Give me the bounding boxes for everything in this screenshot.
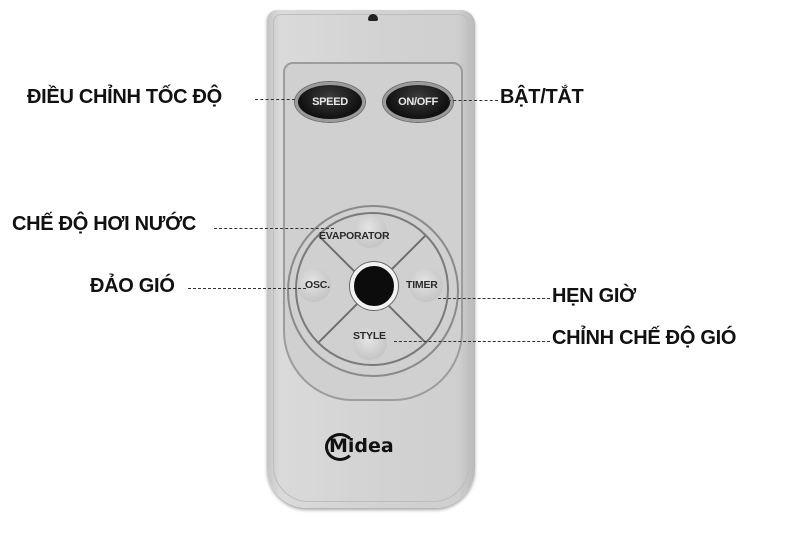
style-label: STYLE (353, 330, 386, 342)
callout-timer: HẸN GIỜ (552, 285, 636, 307)
power-button-label: ON/OFF (398, 96, 438, 108)
leader-evaporator (214, 228, 334, 229)
center-button[interactable] (350, 262, 398, 310)
midea-logo-icon (325, 433, 355, 461)
leader-osc (188, 288, 306, 289)
callout-evaporator: CHẾ ĐỘ HƠI NƯỚC (12, 213, 196, 235)
leader-timer (438, 298, 550, 299)
callout-style: CHỈNH CHẾ ĐỘ GIÓ (552, 327, 737, 349)
speed-button-label: SPEED (312, 96, 348, 108)
evaporator-button[interactable] (353, 214, 387, 248)
speed-button[interactable]: SPEED (295, 82, 365, 122)
evaporator-label: EVAPORATOR (319, 230, 390, 242)
remote-control: SPEED ON/OFF EVAPORATOR OSC. TIMER STYLE… (267, 10, 475, 508)
callout-power: BẬT/TẮT (500, 86, 584, 108)
brand-logo: Midea (329, 435, 394, 457)
leader-speed (255, 99, 295, 100)
timer-label: TIMER (406, 279, 438, 291)
leader-power (448, 100, 498, 101)
osc-button[interactable] (297, 268, 331, 302)
callout-speed: ĐIỀU CHỈNH TỐC ĐỘ (27, 86, 222, 108)
osc-label: OSC. (305, 279, 330, 291)
timer-button[interactable] (409, 268, 443, 302)
leader-style (394, 341, 550, 342)
dpad-outer-ring (287, 205, 459, 377)
style-button[interactable] (353, 326, 387, 360)
ir-emitter-icon (368, 14, 378, 21)
callout-osc: ĐẢO GIÓ (90, 275, 175, 297)
power-button[interactable]: ON/OFF (383, 82, 453, 122)
